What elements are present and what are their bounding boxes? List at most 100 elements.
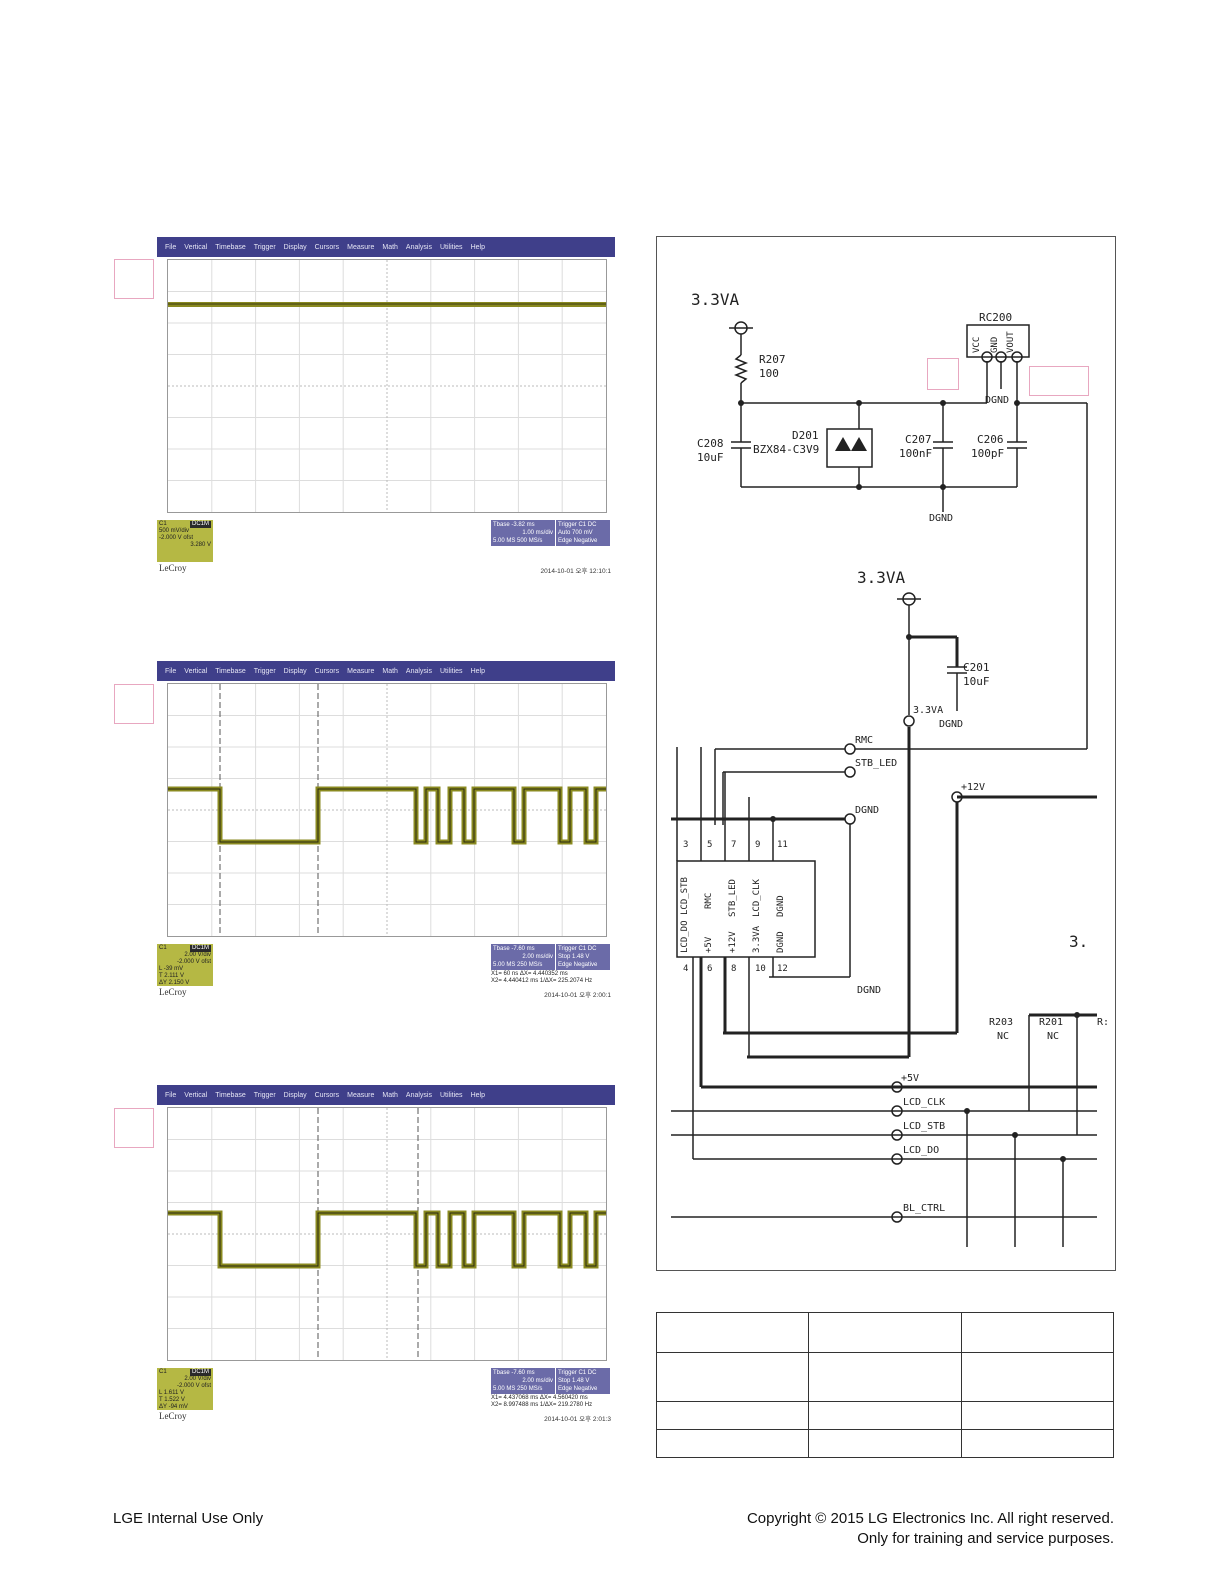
menu-cursors[interactable]: Cursors — [314, 243, 340, 251]
footer-training: Only for training and service purposes. — [857, 1530, 1114, 1547]
table-cell — [960, 1311, 1115, 1354]
dgnd-label: DGND — [857, 985, 881, 996]
label-box-3 — [114, 1108, 154, 1148]
d201-label: D201 — [792, 429, 819, 442]
conn-label-3.3va: 3.3VA — [752, 925, 762, 953]
menu-help[interactable]: Help — [470, 1091, 485, 1099]
menu-help[interactable]: Help — [470, 243, 485, 251]
table-cell — [960, 1400, 1115, 1430]
pin-num-12: 12 — [777, 964, 788, 974]
r207-label: R207 — [759, 353, 786, 366]
footer-left: LGE Internal Use Only — [113, 1510, 264, 1527]
c207-value: 100nF — [899, 447, 932, 460]
table-cell — [655, 1352, 810, 1402]
pin-num-8: 8 — [731, 964, 736, 974]
brand-label: LeCroy — [159, 563, 187, 573]
table-cell — [960, 1352, 1115, 1402]
menu-file[interactable]: File — [165, 243, 177, 251]
r203-value: NC — [997, 1031, 1009, 1042]
net-dgnd-label: DGND — [855, 805, 879, 816]
menu-measure[interactable]: Measure — [347, 1091, 375, 1099]
timestamp: 2014-10-01 오후 2:00:1 — [544, 992, 611, 999]
menu-vertical[interactable]: Vertical — [184, 667, 208, 675]
schematic-panel: 3.3VA R207 100 RC200 C208 10uF D201 BZX8… — [656, 236, 1116, 1271]
c207-label: C207 — [905, 433, 932, 446]
footer-copyright: Copyright © 2015 LG Electronics Inc. All… — [746, 1510, 1114, 1527]
conn-label-dgnd: DGND — [776, 895, 786, 917]
rc-pin-vcc: VCC — [972, 337, 982, 353]
rail-label-mid: 3.3VA — [857, 568, 906, 587]
conn-label-rmc: RMC — [704, 893, 714, 909]
menu-math[interactable]: Math — [382, 1091, 398, 1099]
menu-trigger[interactable]: Trigger — [253, 667, 276, 675]
menu-file[interactable]: File — [165, 667, 177, 675]
oscilloscope-screen-2: File Vertical Timebase Trigger Display C… — [157, 661, 615, 1011]
conn-label-lcd-clk: LCD_CLK — [752, 878, 762, 917]
c208-value: 10uF — [697, 451, 724, 464]
menu-utilities[interactable]: Utilities — [440, 1091, 463, 1099]
menu-utilities[interactable]: Utilities — [440, 243, 463, 251]
menu-analysis[interactable]: Analysis — [405, 243, 432, 251]
menu-timebase[interactable]: Timebase — [215, 667, 246, 675]
menu-cursors[interactable]: Cursors — [314, 1091, 340, 1099]
dgnd-label: DGND — [929, 513, 953, 524]
menu-display[interactable]: Display — [283, 1091, 307, 1099]
menu-math[interactable]: Math — [382, 667, 398, 675]
conn-label-stb-led: STB_LED — [728, 879, 738, 917]
table-cell — [808, 1352, 962, 1402]
label-box-5 — [1029, 366, 1089, 396]
pin-num-5: 5 — [707, 840, 712, 850]
r201-value: NC — [1047, 1031, 1059, 1042]
menu-measure[interactable]: Measure — [347, 243, 375, 251]
menu-vertical[interactable]: Vertical — [184, 1091, 208, 1099]
table-cell — [808, 1311, 962, 1354]
menu-timebase[interactable]: Timebase — [215, 1091, 246, 1099]
scope-menubar: File Vertical Timebase Trigger Display C… — [157, 237, 615, 257]
r201-label: R201 — [1039, 1017, 1063, 1028]
rc200-label: RC200 — [979, 311, 1012, 324]
r-cut-label: R: — [1097, 1017, 1109, 1028]
menu-vertical[interactable]: Vertical — [184, 243, 208, 251]
timestamp: 2014-10-01 오후 2:01:3 — [544, 1416, 611, 1423]
menu-math[interactable]: Math — [382, 243, 398, 251]
net-lcd-stb-label: LCD_STB — [903, 1121, 945, 1132]
menu-analysis[interactable]: Analysis — [405, 1091, 432, 1099]
pin-num-11: 11 — [777, 840, 788, 850]
c206-label: C206 — [977, 433, 1004, 446]
menu-trigger[interactable]: Trigger — [253, 1091, 276, 1099]
menu-display[interactable]: Display — [283, 667, 307, 675]
scope-grid — [167, 1107, 607, 1361]
menu-cursors[interactable]: Cursors — [314, 667, 340, 675]
pin-num-6: 6 — [707, 964, 712, 974]
label-box-1 — [114, 259, 154, 299]
net-rmc-label: RMC — [855, 735, 873, 746]
table-cell — [655, 1428, 810, 1459]
brand-label: LeCroy — [159, 987, 187, 997]
pin-num-4: 4 — [683, 964, 688, 974]
oscilloscope-screen-3: File Vertical Timebase Trigger Display C… — [157, 1085, 615, 1435]
menu-timebase[interactable]: Timebase — [215, 243, 246, 251]
menu-measure[interactable]: Measure — [347, 667, 375, 675]
net-lcd-clk-label: LCD_CLK — [903, 1097, 945, 1108]
menu-analysis[interactable]: Analysis — [405, 667, 432, 675]
conn-label-lcd-stb: LCD_STB — [680, 877, 690, 915]
timestamp: 2014-10-01 오후 12:10:1 — [540, 568, 611, 575]
menu-utilities[interactable]: Utilities — [440, 667, 463, 675]
table-cell — [655, 1311, 810, 1354]
dgnd-label: DGND — [939, 719, 963, 730]
menu-trigger[interactable]: Trigger — [253, 243, 276, 251]
label-box-2 — [114, 684, 154, 724]
menu-file[interactable]: File — [165, 1091, 177, 1099]
net-lcd-do-label: LCD_DO — [903, 1145, 939, 1156]
table-cell — [808, 1428, 962, 1459]
menu-display[interactable]: Display — [283, 243, 307, 251]
scope-grid — [167, 259, 607, 513]
menu-help[interactable]: Help — [470, 667, 485, 675]
